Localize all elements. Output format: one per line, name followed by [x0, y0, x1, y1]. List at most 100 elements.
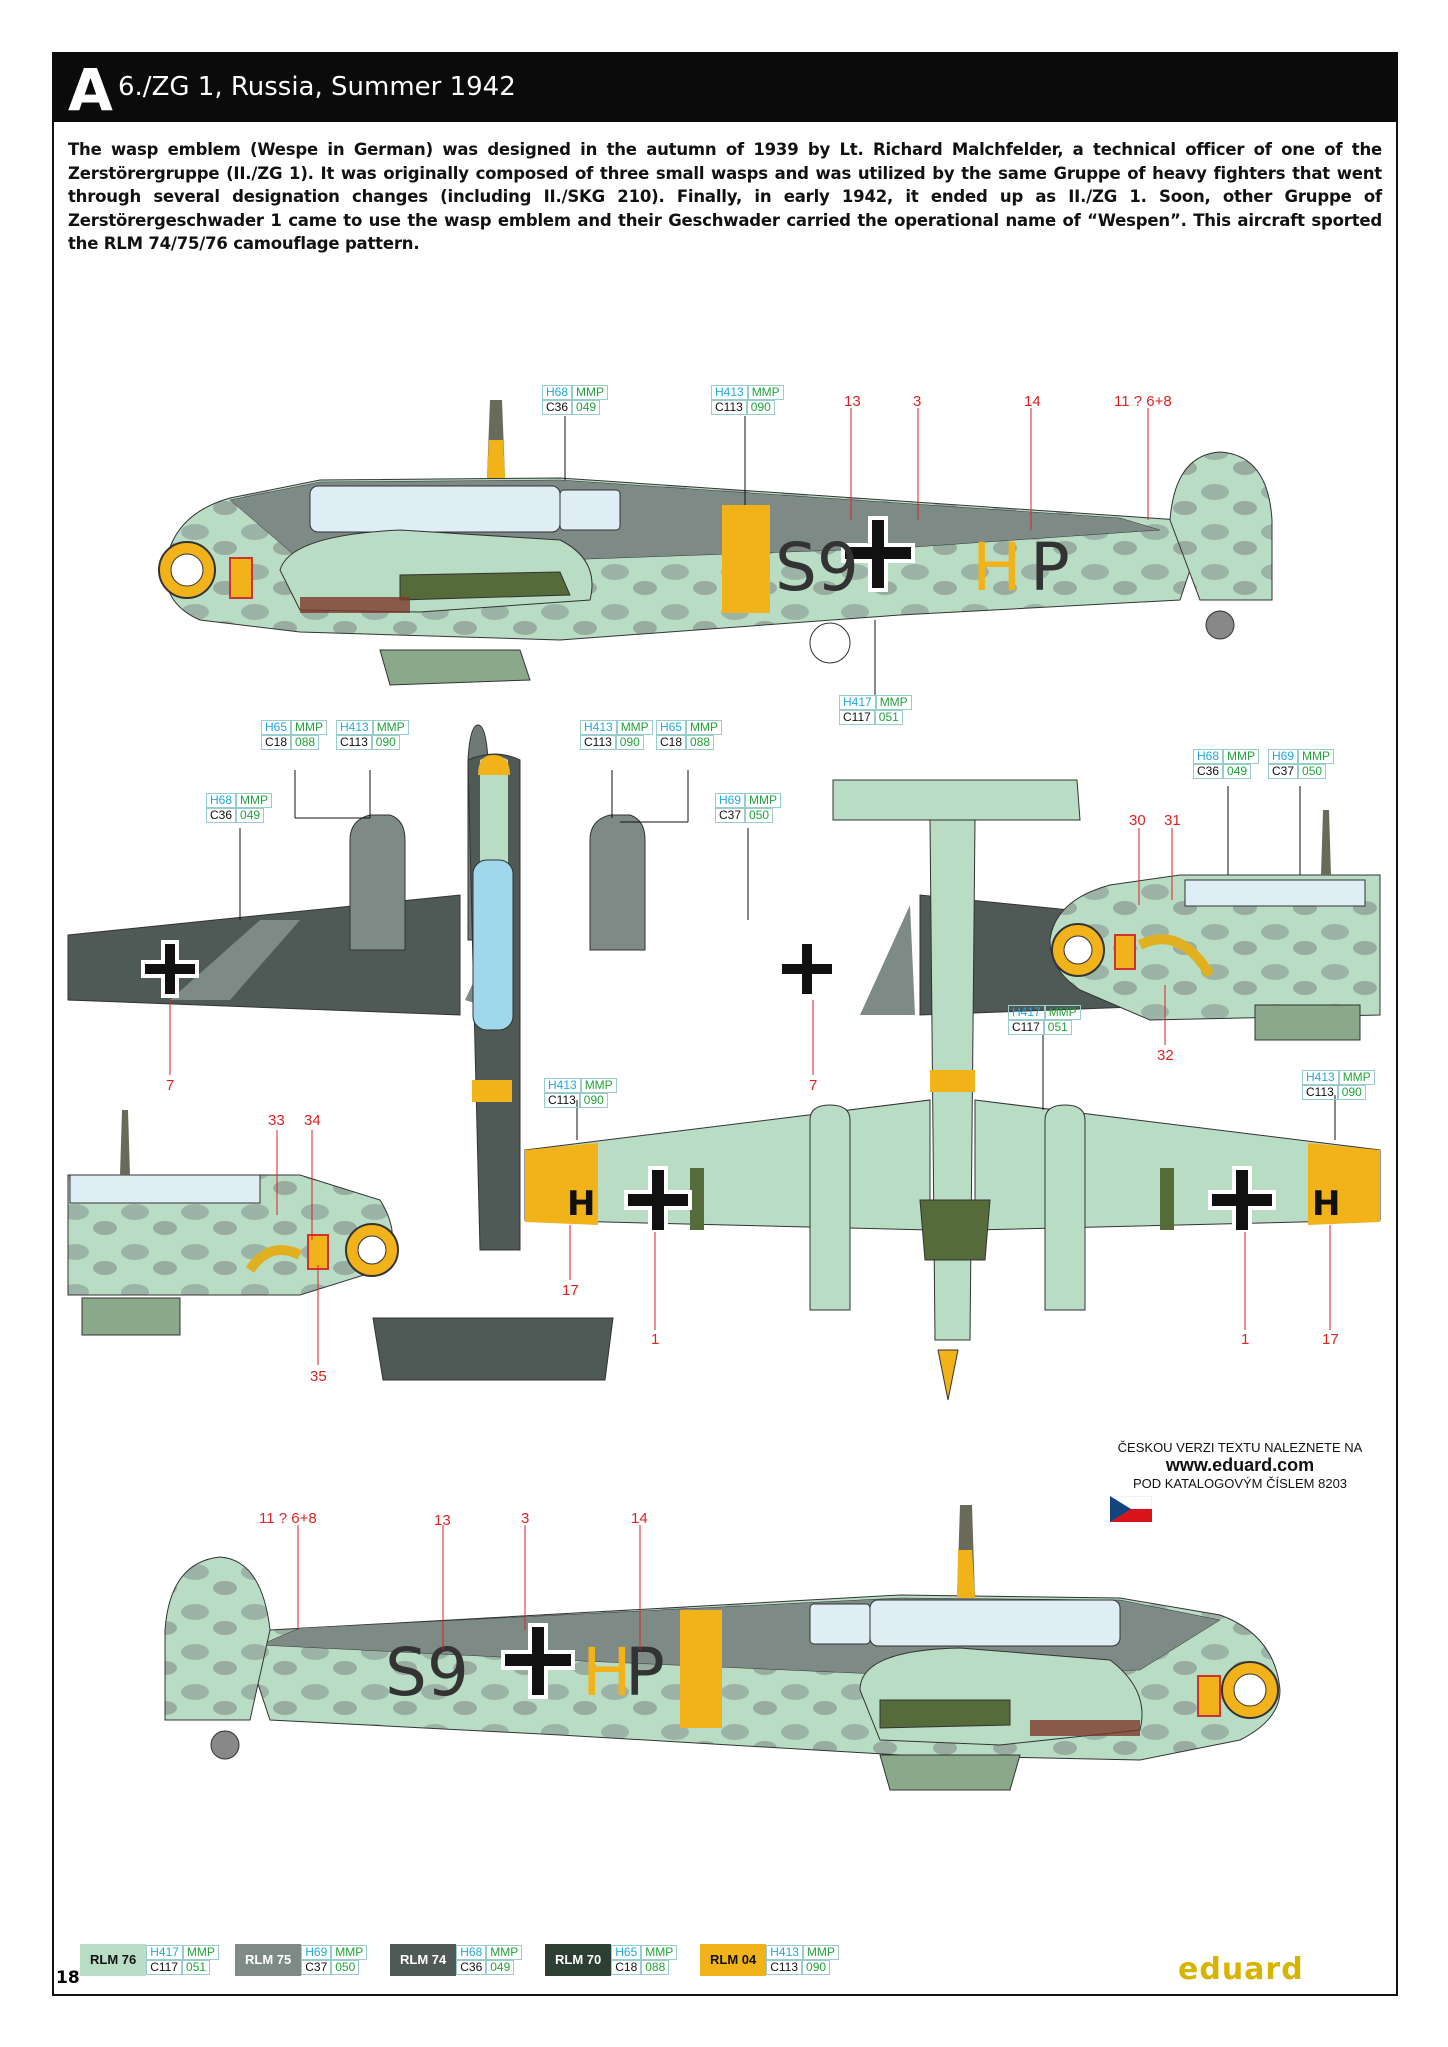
callout-mmp-number: 090: [746, 400, 775, 415]
callout-mmp-code: MMP: [236, 793, 273, 808]
legend-h-code: H68: [456, 1945, 487, 1960]
legend-mmp-code: MMP: [641, 1945, 678, 1960]
decal-number: 33: [268, 1112, 285, 1129]
callout-mmp-number: 051: [874, 710, 903, 725]
callout-mmp-number: 088: [291, 735, 320, 750]
decal-number: 1: [651, 1331, 660, 1348]
profile-title: 6./ZG 1, Russia, Summer 1942: [118, 72, 516, 102]
callout-mmp-number: 051: [1043, 1020, 1072, 1035]
callout-h-code: H413: [580, 720, 617, 735]
callout-mmp-code: MMP: [291, 720, 328, 735]
callout-mmp-number: 049: [1223, 764, 1252, 779]
decal-number: 3: [521, 1510, 530, 1527]
callout-mmp-code: MMP: [572, 385, 609, 400]
legend-c-code: C117: [146, 1960, 183, 1975]
legend-swatch-label: RLM 74: [390, 1944, 457, 1976]
decal-number: 14: [631, 1510, 648, 1527]
header-bar: A 6./ZG 1, Russia, Summer 1942: [52, 52, 1398, 124]
callout-mmp-code: MMP: [875, 695, 912, 710]
code-s9-upper: S9: [775, 529, 859, 606]
callout-mmp-number: 088: [686, 735, 715, 750]
callout-h-code: H413: [336, 720, 373, 735]
decal-number: 34: [304, 1112, 321, 1129]
legend-c-code: C36: [456, 1960, 487, 1975]
decal-number: 32: [1157, 1047, 1174, 1064]
legend-swatch-label: RLM 75: [235, 1944, 302, 1976]
decal-number: 35: [310, 1368, 327, 1385]
nose-detail-right: [1049, 810, 1381, 1041]
legend-mmp-number: 050: [331, 1960, 360, 1975]
code-h-upper: H: [972, 529, 1022, 606]
callout-h-code: H65: [261, 720, 292, 735]
legend-mmp-number: 049: [486, 1960, 515, 1975]
callout-c-code: C117: [839, 710, 875, 725]
legend-c-code: C37: [301, 1960, 332, 1975]
legend-mmp-number: 090: [802, 1960, 831, 1975]
czech-link[interactable]: www.eduard.com: [1165, 1455, 1315, 1475]
red-leader-lines: [169, 408, 1331, 1650]
callout-mmp-code: MMP: [686, 720, 723, 735]
decal-number: 13: [844, 393, 861, 410]
czech-line-1: ČESKOU VERZI TEXTU NALEZNETE NA: [1117, 1440, 1363, 1455]
callout-c-code: C36: [1193, 764, 1224, 779]
code-p-upper: P: [1030, 529, 1070, 606]
legend-h-code: H417: [146, 1945, 183, 1960]
callout-mmp-number: 049: [236, 808, 265, 823]
callout-h-code: H69: [1268, 749, 1299, 764]
plan-view-bottom: [524, 779, 1381, 1401]
decal-number: 17: [562, 1282, 579, 1299]
callout-h-code: H417: [1008, 1005, 1045, 1020]
legend-swatch-label: RLM 70: [545, 1944, 612, 1976]
callout-c-code: C113: [336, 735, 372, 750]
callout-mmp-number: 050: [1298, 764, 1327, 779]
profile-letter: A: [68, 56, 113, 124]
wing-code-h-left: H: [567, 1184, 595, 1224]
callout-c-code: C113: [711, 400, 747, 415]
decal-number: 7: [809, 1077, 818, 1094]
code-h-lower: H: [582, 1634, 632, 1711]
decal-number: 1: [1241, 1331, 1250, 1348]
code-s9-lower: S9: [385, 1634, 469, 1711]
callout-mmp-number: 050: [745, 808, 774, 823]
page-number: 18: [56, 1968, 80, 1988]
description-text: The wasp emblem (Wespe in German) was de…: [68, 140, 1382, 253]
nose-detail-left: [67, 1110, 399, 1336]
decal-number: 3: [913, 393, 922, 410]
callout-mmp-code: MMP: [747, 385, 784, 400]
callout-h-code: H413: [1302, 1070, 1339, 1085]
callout-h-code: H413: [544, 1078, 581, 1093]
leader-lines: [239, 416, 1336, 1140]
wing-code-h-right: H: [1312, 1184, 1340, 1224]
decal-number: 7: [166, 1077, 175, 1094]
decal-number: 11 ? 6+8: [1114, 393, 1172, 410]
legend-h-code: H65: [611, 1945, 642, 1960]
callout-mmp-number: 049: [572, 400, 601, 415]
callout-c-code: C113: [580, 735, 616, 750]
callout-h-code: H65: [656, 720, 687, 735]
callout-mmp-code: MMP: [372, 720, 409, 735]
decal-number: 14: [1024, 393, 1041, 410]
callout-c-code: C36: [206, 808, 237, 823]
legend-c-code: C113: [766, 1960, 803, 1975]
callout-mmp-number: 090: [579, 1093, 608, 1108]
callout-mmp-code: MMP: [1298, 749, 1335, 764]
legend-swatch-label: RLM 04: [700, 1944, 767, 1976]
legend-h-code: H413: [766, 1945, 803, 1960]
